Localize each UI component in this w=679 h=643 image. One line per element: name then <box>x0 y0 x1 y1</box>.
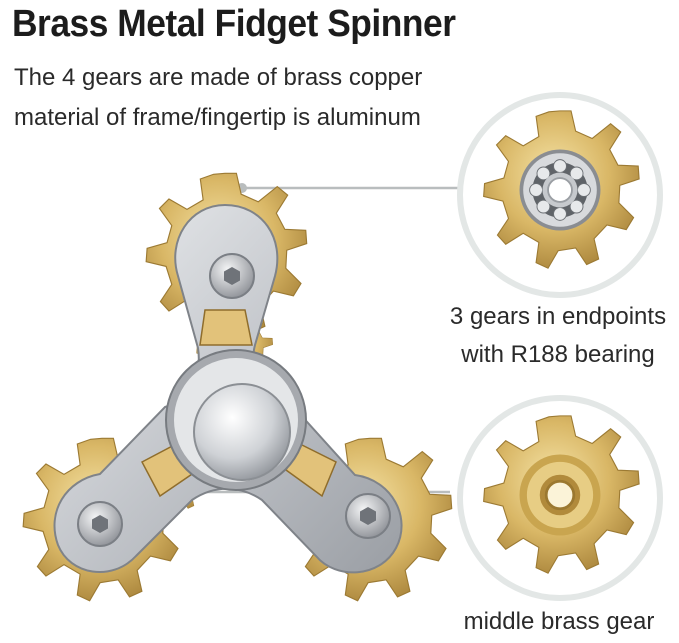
product-description: The 4 gears are made of brass copper mat… <box>14 58 464 138</box>
product-title: Brass Metal Fidget Spinner <box>12 3 456 45</box>
middle-gear-closeup <box>483 415 640 574</box>
end-gear-closeup <box>483 110 640 269</box>
description-line-2: material of frame/fingertip is aluminum <box>14 104 421 131</box>
center-cap <box>165 349 307 491</box>
description-line-1: The 4 gears are made of brass copper <box>14 64 423 91</box>
end-gear-caption-line-2: with R188 bearing <box>461 341 655 368</box>
middle-gear-caption: middle brass gear <box>463 608 655 635</box>
end-gear-caption: 3 gears in endpoints with R188 bearing <box>440 298 676 374</box>
frame-bolts <box>77 253 391 547</box>
end-gear-caption-line-1: 3 gears in endpoints <box>449 303 667 330</box>
